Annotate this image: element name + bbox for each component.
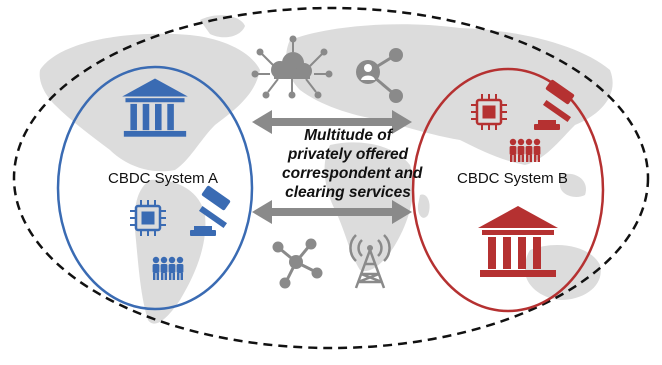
system-a-circle xyxy=(56,65,254,311)
system-a-label: CBDC System A xyxy=(108,170,219,187)
outer-boundary xyxy=(12,6,650,350)
user-network-icon xyxy=(356,48,403,103)
upper-arrow xyxy=(252,110,412,134)
services-line-4: clearing services xyxy=(285,184,411,201)
cloud-network-icon xyxy=(251,35,333,99)
services-line-2: privately offered xyxy=(287,146,409,163)
antenna-tower-icon xyxy=(349,234,391,289)
services-description: Multitude of privately offered correspon… xyxy=(282,126,423,202)
services-line-3: correspondent and xyxy=(282,165,423,182)
services-line-1: Multitude of xyxy=(304,127,392,144)
system-b-label: CBDC System B xyxy=(457,170,568,187)
hub-network-icon xyxy=(272,238,323,289)
system-b-circle xyxy=(411,67,605,313)
lower-arrow xyxy=(252,200,412,224)
